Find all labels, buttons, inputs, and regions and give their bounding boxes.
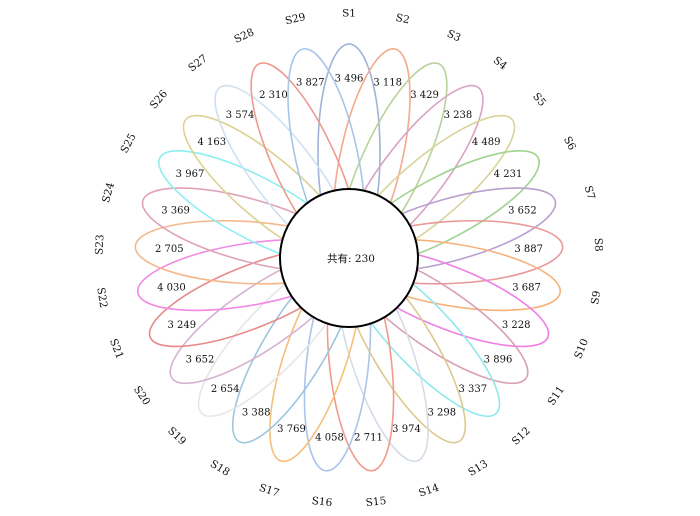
- center-label: 共有: 230: [327, 252, 375, 265]
- sample-label-s21: S21: [107, 337, 126, 361]
- sample-label-s25: S25: [118, 132, 138, 156]
- count-label-s7: 3 652: [508, 205, 537, 216]
- sample-label-s12: S12: [510, 425, 533, 448]
- count-label-s9: 3 687: [512, 283, 541, 294]
- sample-label-s8: S8: [592, 237, 605, 252]
- sample-label-s10: S10: [572, 337, 591, 361]
- sample-label-s2: S2: [395, 12, 411, 27]
- sample-label-s17: S17: [257, 482, 280, 500]
- sample-label-s1: S1: [342, 8, 356, 20]
- count-label-s20: 3 652: [186, 355, 215, 366]
- count-label-s12: 3 337: [458, 384, 487, 395]
- count-label-s16: 4 058: [315, 432, 344, 443]
- count-label-s19: 2 654: [211, 384, 240, 395]
- sample-label-s27: S27: [186, 52, 210, 74]
- sample-label-s29: S29: [284, 11, 307, 27]
- sample-label-s18: S18: [208, 458, 232, 479]
- count-label-s23: 2 705: [155, 244, 184, 255]
- count-label-s21: 3 249: [167, 320, 196, 331]
- count-label-s17: 3 769: [277, 424, 306, 435]
- count-label-s28: 2 310: [259, 90, 288, 101]
- count-label-s11: 3 896: [484, 355, 513, 366]
- count-label-s2: 3 118: [373, 78, 402, 89]
- count-label-s24: 3 369: [161, 205, 190, 216]
- count-label-s18: 3 388: [242, 408, 271, 419]
- sample-label-s13: S13: [466, 458, 490, 479]
- sample-label-s24: S24: [100, 181, 117, 204]
- count-label-s26: 4 163: [197, 137, 226, 148]
- count-label-s25: 3 967: [176, 169, 205, 180]
- sample-label-s4: S4: [491, 54, 510, 72]
- count-label-s1: 3 496: [335, 74, 364, 85]
- sample-label-s5: S5: [530, 91, 548, 109]
- sample-label-s11: S11: [546, 384, 567, 408]
- count-label-s5: 4 489: [472, 137, 501, 148]
- sample-label-s7: S7: [582, 184, 597, 201]
- count-label-s10: 3 228: [502, 320, 531, 331]
- sample-label-s23: S23: [93, 234, 106, 255]
- count-label-s27: 3 574: [226, 110, 255, 121]
- count-label-s29: 3 827: [296, 78, 325, 89]
- count-label-s3: 3 429: [410, 90, 439, 101]
- center-circle: [279, 188, 419, 328]
- count-label-s15: 2 711: [354, 432, 383, 443]
- sample-label-s16: S16: [311, 495, 333, 509]
- sample-label-s3: S3: [445, 28, 463, 45]
- count-label-s6: 4 231: [494, 169, 523, 180]
- sample-label-s26: S26: [148, 88, 171, 112]
- sample-label-s28: S28: [232, 26, 256, 46]
- sample-label-s14: S14: [417, 482, 441, 500]
- count-label-s13: 3 298: [427, 408, 456, 419]
- count-label-s22: 4 030: [157, 283, 186, 294]
- sample-label-s6: S6: [561, 134, 578, 152]
- sample-label-s22: S22: [94, 287, 109, 309]
- sample-label-s15: S15: [365, 495, 387, 509]
- sample-label-s20: S20: [131, 384, 152, 408]
- count-label-s4: 3 238: [444, 110, 473, 121]
- sample-label-s19: S19: [165, 425, 188, 448]
- count-label-s14: 3 974: [392, 424, 421, 435]
- count-labels: 3 496 3 118 3 429 3 238 4 489 4 231 3 652 3 887…: [155, 74, 543, 444]
- count-label-s8: 3 887: [514, 244, 543, 255]
- sample-label-s9: S9: [589, 290, 603, 306]
